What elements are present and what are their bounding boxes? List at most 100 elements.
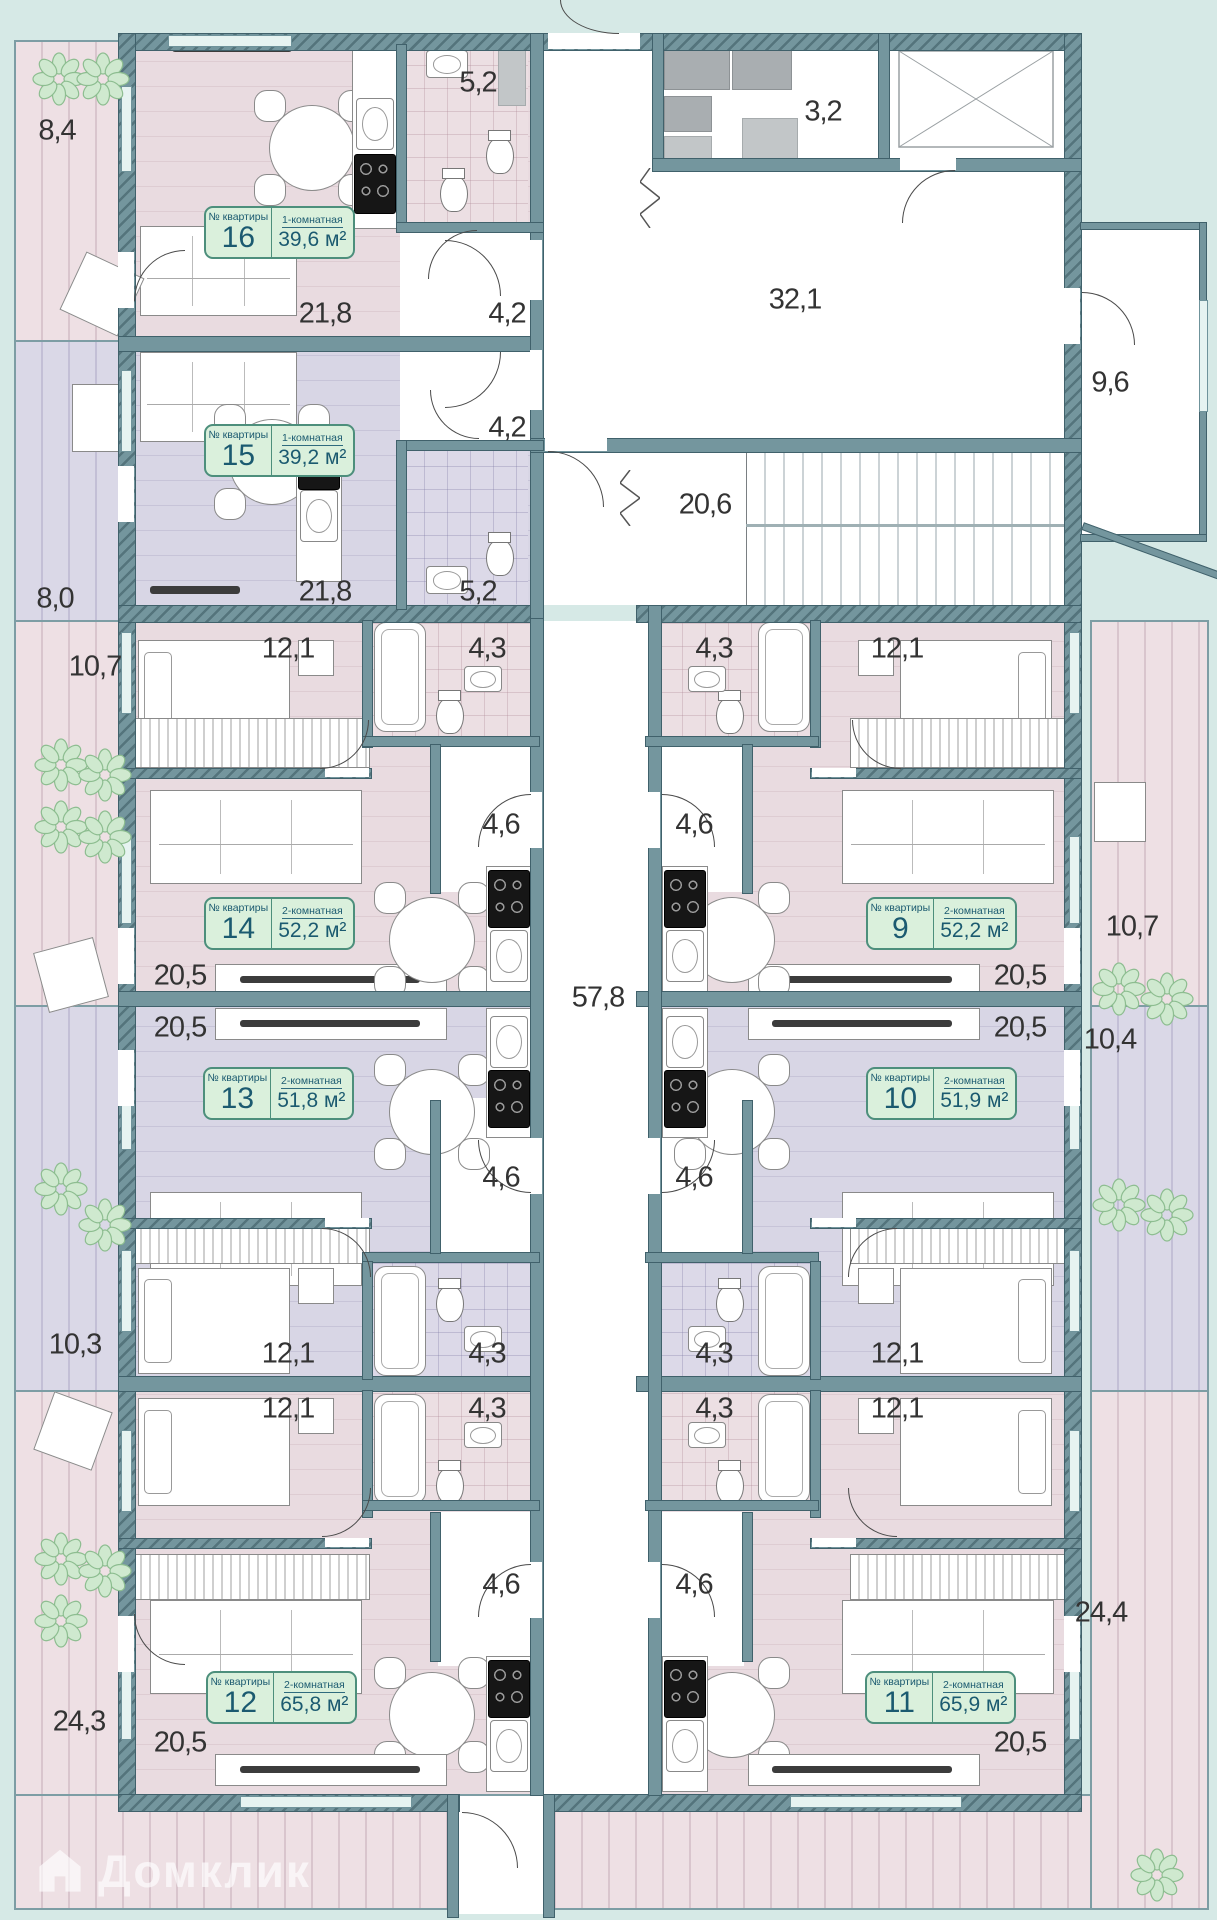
apartment-area-unit: м² [324,228,347,252]
window [121,86,132,172]
apartment-area-value: 39,6 [278,228,320,252]
folding-door-icon [620,470,640,526]
wall [652,33,664,172]
apartment-area-value: 51,9 [940,1089,982,1113]
toilet [436,1278,464,1322]
room-area-label: 10,3 [48,1328,102,1361]
chair-icon [758,1138,790,1170]
room-area-label: 4,3 [695,632,733,665]
staircase-landing-line [746,524,1064,527]
balcony-door-opening [118,928,134,984]
wall [636,991,1082,1007]
toilet [436,1460,464,1504]
room-area-label: 10,7 [1105,910,1159,943]
wall [645,736,819,747]
wall [118,605,544,623]
plant-icon [1140,972,1194,1026]
window [1069,632,1080,714]
balcony-table [1094,782,1146,842]
room-area-label: 4,3 [695,1337,733,1370]
room-area-label: 3,2 [804,95,842,128]
wall [396,440,407,610]
room-area-label: 4,2 [488,297,526,330]
apartment-area-unit: м² [326,1693,349,1717]
door-arc [560,0,619,34]
apartment-area-value: 39,2 [278,446,320,470]
balcony-door-opening [118,1616,134,1672]
kitchen-sink [490,1016,528,1068]
chair-icon [374,1138,406,1170]
washbasin [464,666,502,692]
plant-icon [1130,1848,1184,1902]
elevator-icon [898,50,1054,148]
washbasin [688,1422,726,1448]
room-area-label: 20,5 [993,1011,1047,1044]
room-area-label: 21,8 [298,297,352,330]
nightstand [298,1398,334,1434]
door-opening [1064,288,1080,344]
apartment-type: 2-комнатная [944,905,1005,920]
washbasin [464,1326,502,1352]
watermark-text: Домклик [98,1845,311,1897]
balcony-door-opening [1064,1050,1080,1106]
chair-icon [758,1054,790,1086]
wall [362,620,373,748]
bed [138,1398,290,1506]
apartment-area: 65,8 м² [280,1694,348,1715]
domclick-logo-icon [39,1849,81,1892]
wall [362,736,540,747]
wall [362,1261,373,1380]
balcony-door-opening [118,466,134,522]
apartment-number: 16 [221,221,256,255]
window [1069,1430,1080,1512]
wall [118,991,544,1007]
toilet [716,1460,744,1504]
door-opening [548,33,640,49]
washbasin [464,1422,502,1448]
apartment-number: 10 [883,1082,918,1116]
door-opening [648,792,660,848]
chair-icon [374,1657,406,1689]
apartment-number-title: № квартиры [210,1675,271,1688]
chair-icon [458,1054,490,1086]
balcony-8-0 [14,340,124,624]
bathtub [758,1266,810,1376]
window [1069,836,1080,924]
tv-icon [772,1020,952,1027]
door-opening [812,1538,856,1547]
sofa [150,790,362,884]
chair-icon [458,882,490,914]
folding-door-icon [640,168,660,228]
door-opening [530,240,542,300]
apartment-area: 51,8 м² [277,1090,345,1111]
window [790,1796,962,1808]
chair-icon [458,1741,490,1773]
tv-icon [240,1020,420,1027]
room-area-label: 4,3 [468,1337,506,1370]
kitchen-sink [356,98,394,150]
door-opening [530,350,542,410]
toilet [436,690,464,734]
room-area-label: 12,1 [261,1392,315,1425]
kitchen-sink [666,930,704,982]
electrical-cabinet [742,118,798,162]
plant-icon [78,748,132,802]
room-area-label: 12,1 [870,1337,924,1370]
room-area-label: 24,4 [1074,1596,1128,1629]
electrical-panel [664,96,712,132]
wall [1080,222,1207,230]
apartment-area: 65,9 м² [939,1694,1007,1715]
apartment-number: 9 [891,912,909,946]
